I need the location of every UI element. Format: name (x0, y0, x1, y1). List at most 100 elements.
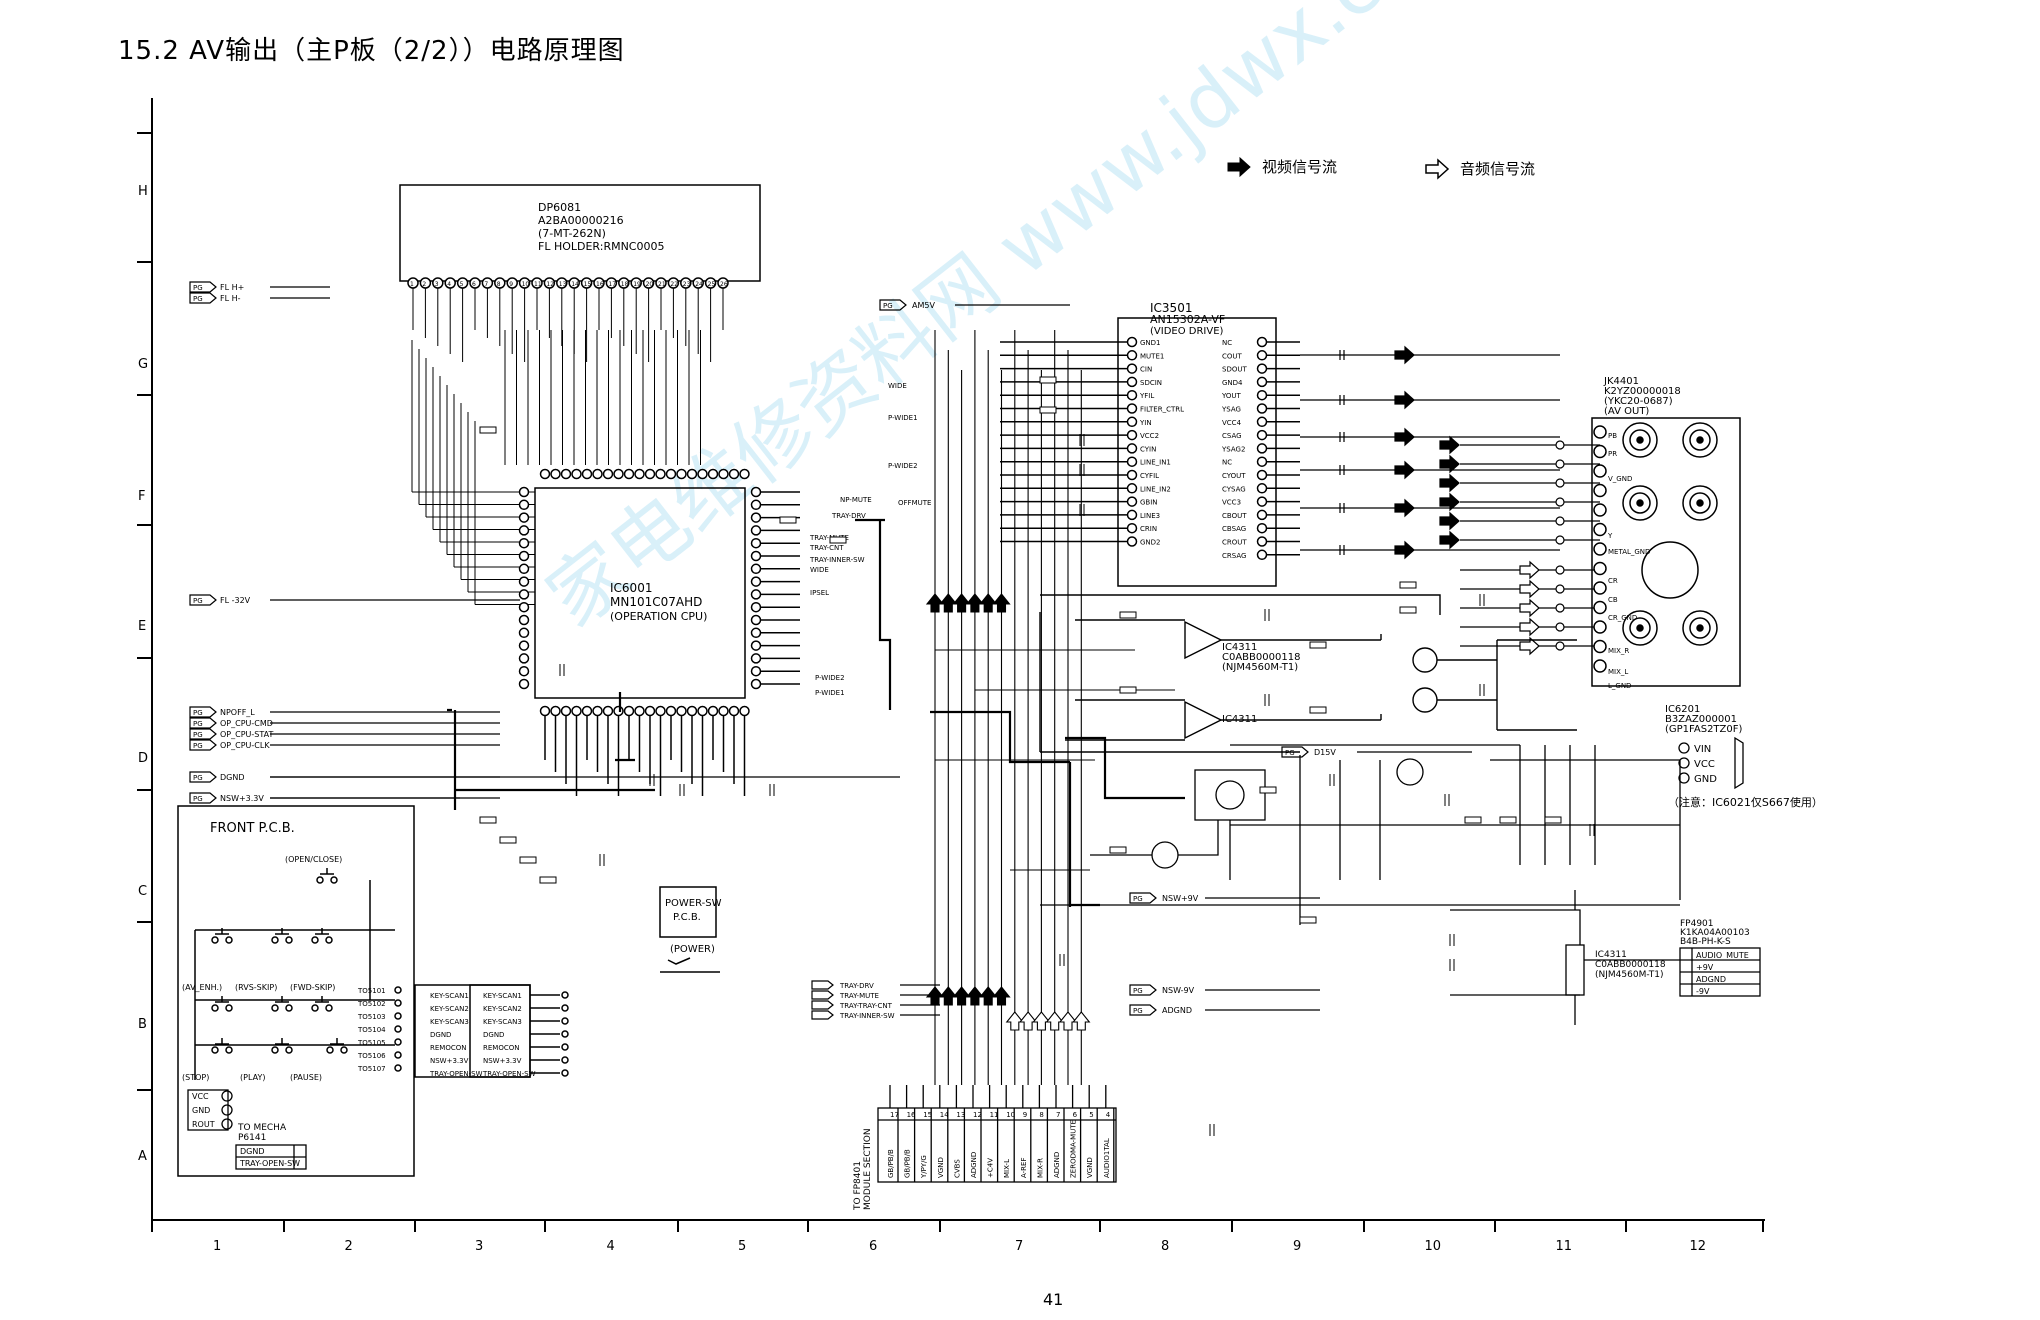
rca-jack-inner (1629, 617, 1651, 639)
cpu-pin (750, 499, 762, 511)
row-label: B (138, 1017, 147, 1032)
jk-pin-label: CB (1608, 596, 1618, 604)
pg-mid-label: NSW-9V (1162, 986, 1195, 995)
fp4901-pin-3: ADGND (1696, 975, 1726, 984)
front-tp-label: TO5103 (357, 1013, 386, 1021)
dp6081-line-2: A2BA00000216 (538, 214, 624, 227)
resistor-icon (779, 516, 797, 524)
ic3501-right-pin-label: CBSAG (1222, 525, 1246, 533)
to-mecha-line-1: TO MECHA (237, 1123, 287, 1133)
ic3501-pin (1126, 522, 1138, 534)
dp-pin-number: 12 (546, 281, 554, 288)
rca-jack-inner (1689, 429, 1711, 451)
pg-tag-text: PG (193, 795, 203, 803)
cpu-pin (623, 705, 635, 717)
jk4401-line-3: (YKC20-0687) (1604, 396, 1673, 407)
col-label: 4 (607, 1239, 615, 1254)
ic3501-right-pin-label: VCC4 (1222, 419, 1242, 427)
resistor-icon (519, 856, 537, 864)
fp4901-line-1: FP4901 (1680, 919, 1714, 929)
front-key-label-right: DGND (483, 1031, 504, 1039)
ic3501-pin (1256, 429, 1268, 441)
cpu-pin (571, 468, 582, 480)
jk-pin-label: CR_GND (1608, 614, 1637, 622)
switch-contact (285, 936, 293, 944)
rca-jack-inner (1629, 492, 1651, 514)
rear-pin-number: 11 (990, 1111, 999, 1119)
ic3501-pin (1256, 416, 1268, 428)
cpu-pin (750, 589, 762, 600)
opamp-lower-icon (1184, 700, 1223, 740)
row-label: E (138, 619, 146, 634)
front-key-label: DGND (430, 1031, 451, 1039)
jk-pin-label: PR (1608, 450, 1617, 458)
jk-pin (1593, 561, 1607, 576)
ic3501-left-pin-label: FILTER_CTRL (1140, 406, 1184, 414)
ic4311-line-3: (NJM4560M-T1) (1222, 662, 1298, 673)
ic3501-pin (1126, 509, 1138, 521)
audio-arrow-icon (1045, 1011, 1064, 1031)
cpu-pin (750, 665, 762, 677)
ic4311-line-1: IC4311 (1222, 642, 1257, 653)
rear-pin-label: GB/PB/B (904, 1149, 912, 1178)
power-sw-line-1: POWER-SW (665, 898, 722, 909)
front-key-label-right: TRAY-OPEN-SW (482, 1070, 536, 1078)
pg-tag-text: PG (1133, 895, 1143, 903)
p6001-connector (469, 984, 531, 1078)
jk-pin (1593, 425, 1607, 439)
cpu-pin (518, 563, 530, 575)
video-arrow-icon (1394, 427, 1415, 447)
dp-pin-number: 24 (695, 281, 703, 288)
switch-contact (225, 1004, 233, 1012)
video-arrow-icon (1394, 460, 1415, 480)
rear-pin-number: 9 (1023, 1111, 1027, 1119)
pg-tag (1281, 746, 1309, 758)
ic3501-right-pin-label: GND4 (1222, 379, 1243, 387)
audio-arrow-icon (1058, 1011, 1078, 1031)
ic6201-line-1: IC6201 (1665, 704, 1700, 715)
cpu-pin (750, 653, 762, 664)
tp-dot (394, 1025, 402, 1033)
fp4901-pin-1: AUDIO_MUTE (1696, 951, 1749, 960)
to-mecha-pin-1: DGND (240, 1147, 265, 1156)
ic3501-pin (1256, 456, 1268, 467)
resistor-icon (499, 836, 517, 844)
rca-jack-pin (1636, 499, 1644, 507)
cpu-pin (613, 468, 624, 480)
ic3501-left-pin-label: CYIN (1140, 445, 1156, 453)
dp-pin-number: 15 (584, 281, 592, 288)
ic3501-pin (1126, 403, 1138, 414)
jk-pin (1593, 659, 1607, 673)
resistor-icon (1309, 706, 1327, 714)
pg-tag-text: PG (193, 742, 203, 750)
dp-pin-number: 2 (422, 281, 426, 288)
ic3501-pin (1126, 336, 1138, 348)
video-arrow-icon (992, 593, 1011, 613)
wire-label: NP-MUTE (840, 496, 872, 504)
cpu-pin (581, 468, 593, 480)
video-arrow-icon (992, 986, 1011, 1006)
video-arrow-icon (1439, 492, 1460, 512)
front-tp-label: TO5107 (357, 1065, 386, 1073)
ic6001-block: IC6001 MN101C07AHD (OPERATION CPU) (518, 468, 800, 796)
s-video-jack-icon (1641, 541, 1699, 599)
cpu-pin (750, 563, 762, 575)
cpu-pin (750, 601, 762, 613)
video-arrow-icon (1394, 390, 1415, 410)
video-arrow-icon (952, 986, 971, 1006)
switch-contact (326, 1046, 334, 1054)
wire-label: WIDE (810, 566, 829, 574)
cpu-pin (697, 705, 708, 717)
jk-pin (1593, 464, 1607, 478)
pg-left-label: FL H+ (220, 283, 244, 292)
tp-dot (394, 1064, 402, 1072)
switch-contact (285, 1004, 293, 1012)
rca-jack-inner (1689, 617, 1711, 639)
audio-arrow-icon (1519, 579, 1540, 599)
rear-pin-label: A-REF (1020, 1158, 1028, 1178)
q4411-icon (1412, 647, 1438, 673)
jk4401-line-2: K2YZ00000018 (1604, 386, 1681, 397)
rear-pin-label: ADGND (970, 1152, 978, 1178)
